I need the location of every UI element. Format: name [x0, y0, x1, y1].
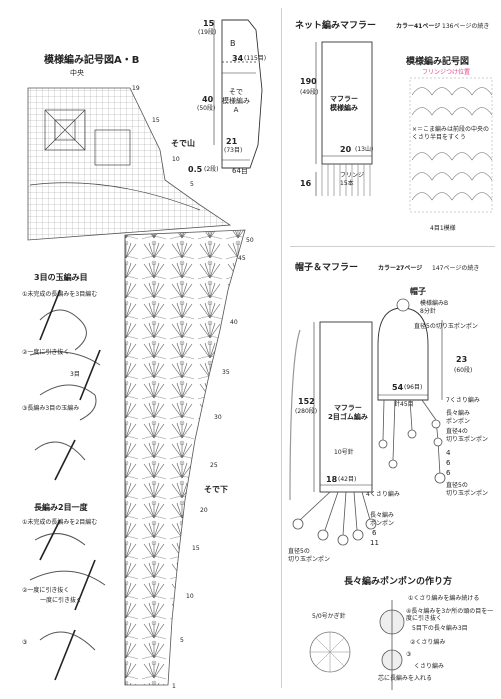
dim: 40 [202, 95, 214, 104]
dim: (42目) [338, 476, 357, 483]
dim: (50段) [197, 105, 216, 112]
side-label: 7くさり編み [446, 397, 480, 404]
row-number: 45 [238, 255, 246, 262]
dim: (13山) [355, 146, 374, 153]
dim: 190 [300, 77, 317, 86]
page-ref: 136ページの続き [442, 23, 490, 30]
label-b: B [230, 39, 236, 48]
legend-title: 3目の玉編み目 [34, 273, 88, 282]
net-label: マフラー 模様編み [330, 95, 358, 113]
row-number: 5 [190, 181, 194, 188]
net-bottom: 4目1模様 [430, 225, 456, 232]
sleeve-cap-label: そで山 [171, 139, 195, 148]
dim: 54 [392, 383, 404, 392]
dim: 18 [326, 475, 338, 484]
column-divider [281, 8, 282, 688]
side-label: 6 [446, 459, 451, 467]
how-step: ②くさり編み [410, 639, 446, 646]
row-number: 1 [172, 683, 176, 690]
dim: (49段) [300, 89, 319, 96]
net-chart-sub: フリンジつけ位置 [422, 69, 471, 76]
pompom-label: 直径5の 切り玉ポンポン [288, 548, 331, 563]
section-divider [290, 246, 495, 247]
hat-sub: 模様編みB 8分針 [420, 300, 449, 315]
how-step: 5目下の長々編み3目 [412, 625, 468, 632]
dim: 21 [226, 137, 238, 146]
legend-step: ③長編み3目の玉編み [22, 405, 80, 412]
dim: 16 [300, 179, 312, 188]
row-number: 25 [210, 462, 218, 469]
legend-step: ①未完成の長編みを3目編む [22, 291, 98, 298]
scarf-label: マフラー 2目ゴム編み [328, 404, 368, 422]
legend-note: 一度に引き抜く [40, 597, 83, 604]
side-label: 11 [370, 539, 379, 547]
row-number: 20 [200, 507, 208, 514]
center-label: 中央 [70, 69, 84, 77]
how-step: ③ [406, 651, 412, 658]
net-note: ×＝こま編みは前段の中央のくさり半目をすくう [412, 126, 490, 141]
label-a: そで 模様編み A [222, 88, 250, 115]
dim: 針45目 [394, 401, 414, 408]
row-number: 10 [186, 593, 194, 600]
side-label: 長々編み ポンポン [370, 512, 395, 527]
needle-label: 10号針 [334, 449, 354, 456]
color-ref: カラー41ページ [396, 23, 441, 30]
sleeve-underarm-label: そで下 [204, 485, 228, 494]
row-number: 50 [246, 237, 254, 244]
row-number: 15 [152, 117, 160, 124]
dim: 0.5 [188, 165, 203, 174]
legend-step: ①未完成の長編みを2目編む [22, 519, 98, 526]
dim: 15 [203, 19, 215, 28]
how-title: 長々編みポンポンの作り方 [344, 577, 453, 587]
dim: (60段) [454, 367, 473, 374]
hat-title: 帽子＆マフラー [295, 263, 359, 273]
legend-step: ②一度に引き抜く [22, 349, 70, 356]
row-number: 10 [172, 156, 180, 163]
how-step: くさり編み [414, 663, 445, 670]
dim: (96目) [404, 384, 423, 391]
dim: 152 [298, 397, 315, 406]
page-ref: 147ページの続き [432, 265, 480, 272]
side-label: 6 [446, 469, 451, 477]
dim: 20 [340, 145, 352, 154]
row-number: 40 [230, 319, 238, 326]
net-title: ネット編みマフラー [295, 21, 377, 31]
fringe-label: フリンジ 15本 [340, 172, 365, 187]
needle-small: 5/0号かぎ針 [312, 613, 346, 620]
dim: (115目) [244, 55, 267, 62]
side-label: 4 [446, 449, 451, 457]
legend-step: ②一度に引き抜く [22, 587, 70, 594]
row-number: 5 [180, 637, 184, 644]
dim: (19段) [198, 29, 217, 36]
side-label: 長々編み ポンポン [446, 410, 471, 425]
row-number: 15 [192, 545, 200, 552]
how-step: ④長々編みを3か所の頭の目を一度に引き抜く [406, 608, 494, 623]
hat-pompom: 直径5の切り玉ポンポン [414, 323, 478, 330]
dim: 23 [456, 355, 468, 364]
row-number: 30 [214, 414, 222, 421]
row-number: 19 [132, 85, 140, 92]
side-label: 6 [372, 529, 377, 537]
legend-title: 長編み2目一度 [34, 503, 88, 512]
dim: (280段) [295, 408, 318, 415]
row-number: 35 [222, 369, 230, 376]
dim: (73目) [224, 147, 243, 154]
how-step: 芯に長編みを入れる [378, 675, 433, 682]
how-step: ①くさり編みを編み続ける [408, 595, 480, 602]
side-label: 直径5の 切り玉ポンポン [446, 482, 489, 497]
color-ref: カラー27ページ [378, 265, 423, 272]
dim: 34 [232, 54, 244, 63]
net-chart-title: 模様編み記号図 [406, 57, 470, 67]
dim: 64目 [232, 167, 248, 175]
dim: (2段) [204, 166, 219, 173]
chart-title: 模様編み記号図A・B [44, 55, 140, 66]
legend-step: ③ [22, 639, 28, 646]
side-label: 直径4の 切り玉ポンポン [446, 428, 489, 443]
legend-note: 3目 [70, 371, 80, 378]
side-label: 4くさり編み [366, 491, 400, 498]
hat-label: 帽子 [410, 287, 426, 296]
